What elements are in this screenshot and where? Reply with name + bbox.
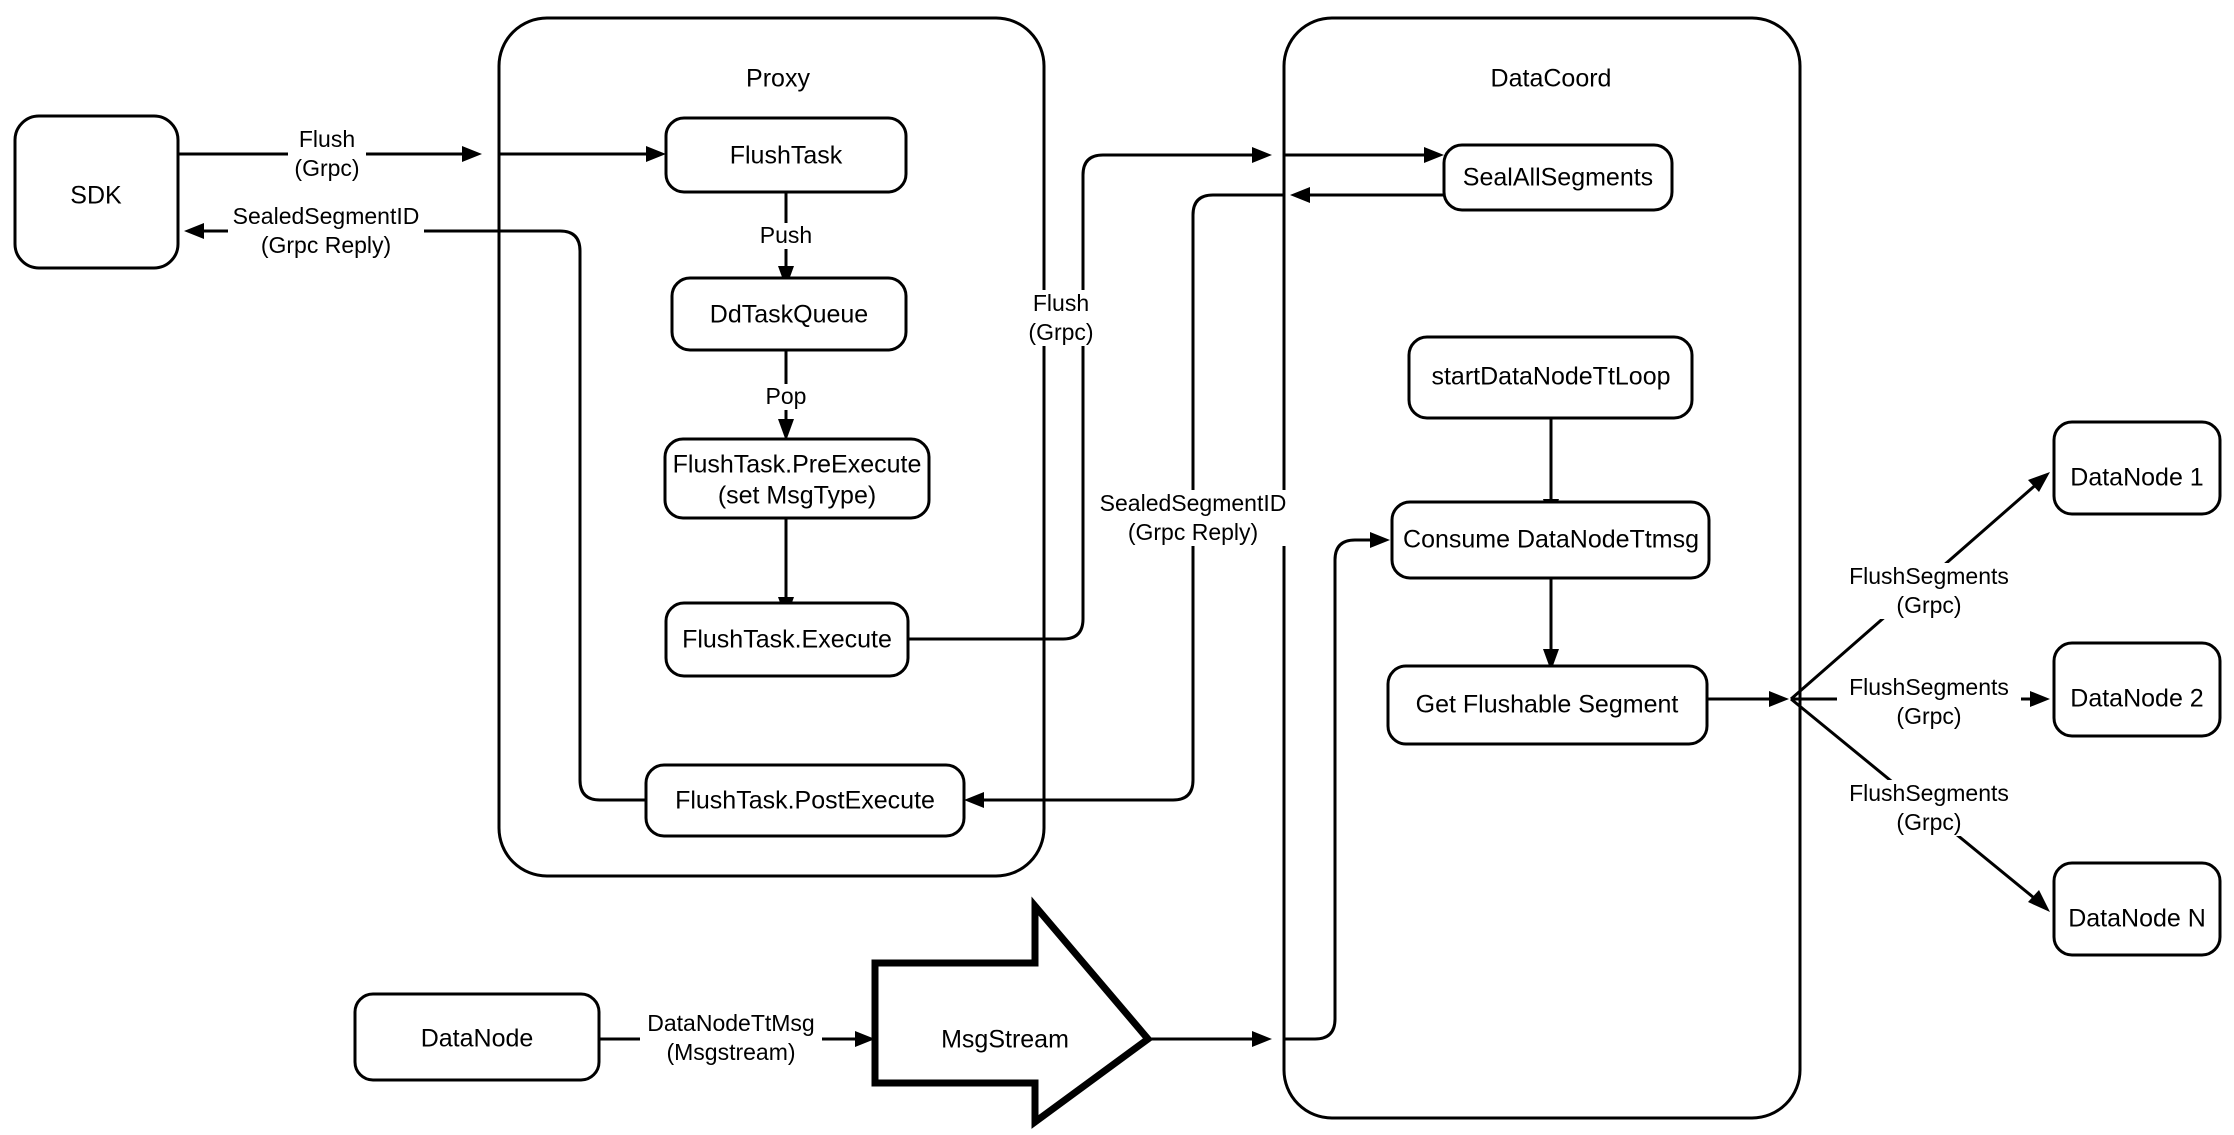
edge-label-flush-grpc-line2: (Grpc) [1028,319,1093,345]
node-flushtask-preexecute-label-line2: (set MsgType) [718,482,876,510]
edge-label-flush-line2: (Grpc) [294,155,359,181]
node-flushtask-postexecute-label: FlushTask.PostExecute [675,787,935,815]
edge-label-flushsegmentsn-line1: FlushSegments [1849,780,2009,806]
node-datanode-2[interactable]: DataNode 2 [2052,641,2222,738]
edge-execute-to-flushgrpc [908,147,1272,641]
node-datanode-n[interactable]: DataNode N [2052,861,2222,957]
edge-label-flushsegmentsn-line2: (Grpc) [1896,809,1961,835]
edge-label-flushsegments2-line1: FlushSegments [1849,674,2009,700]
node-ddtaskqueue-label: DdTaskQueue [710,301,868,329]
node-ddtaskqueue[interactable]: DdTaskQueue [670,276,908,352]
node-flushtask[interactable]: FlushTask [664,116,908,194]
edge-postexecute-to-sdkreply [499,229,646,802]
edge-getflushable-to-hub [1707,691,1789,707]
node-sdk[interactable]: SDK [13,114,180,270]
edge-proxyedge-to-flushtask [499,146,666,162]
node-flushtask-label: FlushTask [730,142,843,170]
node-flushtask-execute[interactable]: FlushTask.Execute [664,601,910,678]
group-proxy-label: Proxy [746,65,810,93]
node-startdatanodettloop[interactable]: startDataNodeTtLoop [1407,335,1694,420]
edge-label-sealedsegmentid-line2: (Grpc Reply) [1128,519,1258,545]
node-msgstream-label: MsgStream [941,1026,1069,1054]
node-flushtask-preexecute-label-line1: FlushTask.PreExecute [673,451,922,479]
node-sdk-label: SDK [70,182,122,210]
edge-label-pop: Pop [766,383,807,409]
edge-msgstream-to-consume [1148,532,1390,1047]
node-sealallsegments[interactable]: SealAllSegments [1442,143,1674,212]
node-sealallsegments-label: SealAllSegments [1463,164,1653,192]
node-get-flushable-segment-label: Get Flushable Segment [1416,691,1679,719]
edge-label-sdkreply-line1: SealedSegmentID [233,203,420,229]
node-datanode-bottom-label: DataNode [421,1025,534,1053]
node-flushtask-postexecute[interactable]: FlushTask.PostExecute [644,763,966,838]
node-consume-datanodettmsg[interactable]: Consume DataNodeTtmsg [1390,500,1711,580]
edge-sealallsegments-to-coordedge [1290,187,1444,203]
node-flushtask-preexecute[interactable]: FlushTask.PreExecute (set MsgType) [663,437,931,520]
group-datacoord-label: DataCoord [1491,65,1612,93]
node-datanode-2-label: DataNode 2 [2070,685,2203,713]
edge-label-flushsegments1-line1: FlushSegments [1849,563,2009,589]
edge-label-push: Push [760,222,812,248]
node-startdatanodettloop-label: startDataNodeTtLoop [1431,363,1670,391]
node-datanode-n-label: DataNode N [2068,905,2206,933]
node-get-flushable-segment[interactable]: Get Flushable Segment [1386,664,1709,746]
group-proxy [497,16,1046,878]
edge-label-sdkreply-line2: (Grpc Reply) [261,232,391,258]
edge-label-flushsegments2-line2: (Grpc) [1896,703,1961,729]
node-consume-datanodettmsg-label: Consume DataNodeTtmsg [1403,526,1699,554]
edge-label-datanodettmsg-line2: (Msgstream) [666,1039,795,1065]
group-datacoord [1282,16,1802,1120]
edge-label-flush-grpc-line1: Flush [1033,290,1089,316]
node-flushtask-execute-label: FlushTask.Execute [682,626,892,654]
edge-label-flush-line1: Flush [299,126,355,152]
edge-label-datanodettmsg-line1: DataNodeTtMsg [647,1010,814,1036]
node-datanode-1-label: DataNode 1 [2070,464,2203,492]
node-datanode-bottom[interactable]: DataNode [353,992,601,1082]
edge-label-sealedsegmentid-line1: SealedSegmentID [1100,490,1287,516]
node-msgstream[interactable]: MsgStream [871,896,1154,1129]
edge-coordedge-to-sealallsegments [1284,147,1444,163]
edge-label-flushsegments1-line2: (Grpc) [1896,592,1961,618]
node-datanode-1[interactable]: DataNode 1 [2052,420,2222,516]
edge-consume-to-getflushable [1543,578,1559,671]
